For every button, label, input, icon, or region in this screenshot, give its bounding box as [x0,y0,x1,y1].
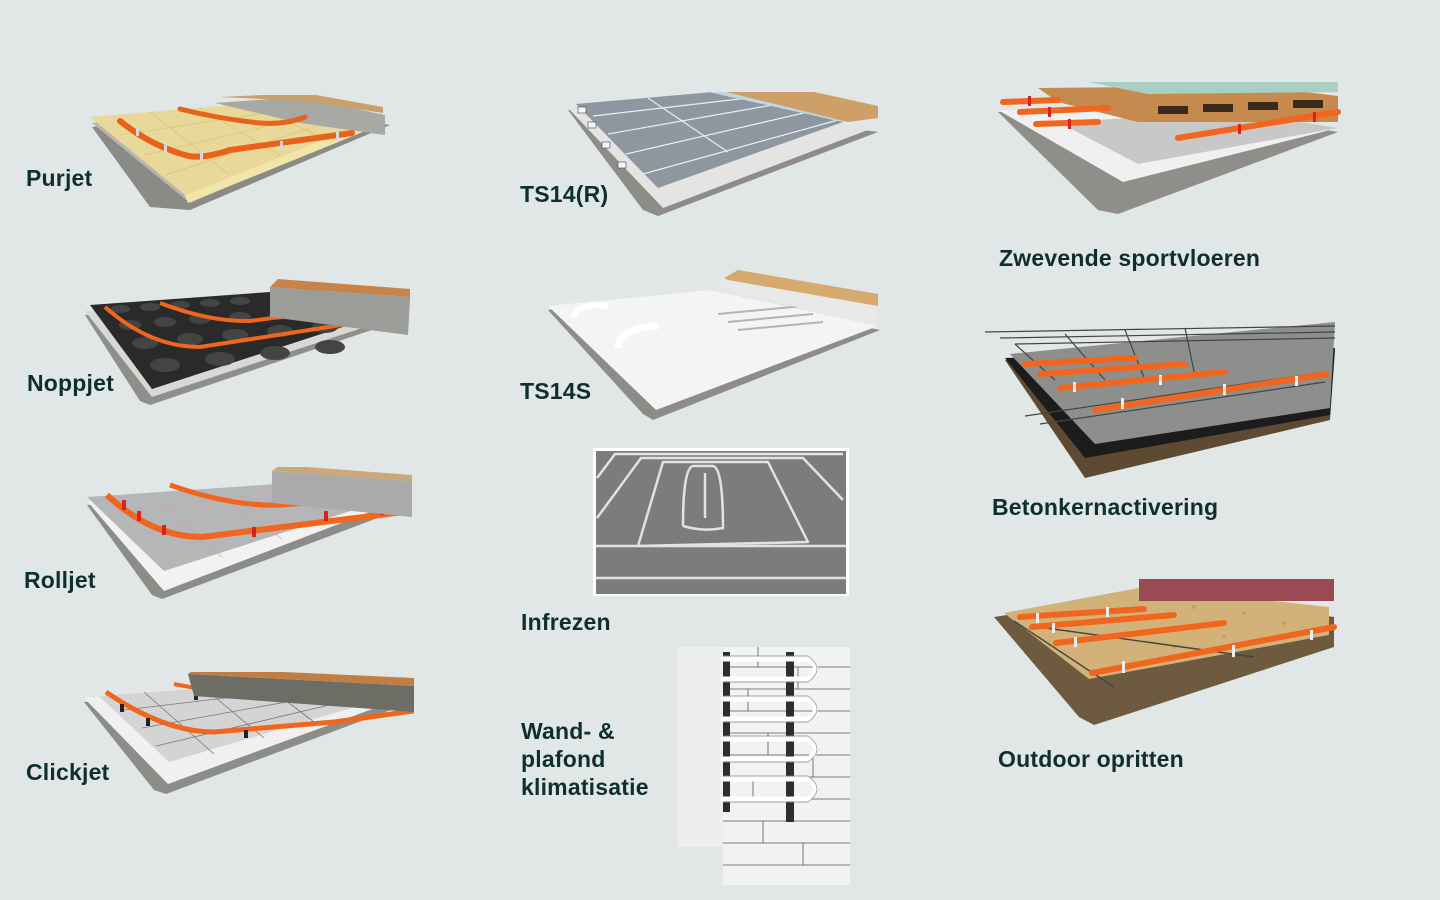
label-wand-line2: plafond [521,746,606,772]
label-wand-line1: Wand- & [521,718,615,744]
label-ts14s: TS14S [520,378,592,404]
noppjet-floor-illustration [80,277,410,407]
label-infrezen: Infrezen [521,609,611,635]
system-sportvloeren[interactable]: Zwevende sportvloeren [980,80,1360,280]
system-outdoor-opritten[interactable]: Outdoor opritten [980,575,1360,780]
wall-ceiling-illustration [678,647,850,885]
label-wand-plafond: Wand- & plafond klimatisatie [521,717,681,801]
system-purjet[interactable]: Purjet [0,90,420,220]
purjet-floor-illustration [90,95,390,210]
system-noppjet[interactable]: Noppjet [0,275,420,410]
system-rolljet[interactable]: Rolljet [0,465,420,605]
infrezen-milled-floor-illustration [593,448,849,596]
label-betonkernactivering: Betonkernactivering [992,494,1219,520]
system-betonkernactivering[interactable]: Betonkernactivering [980,318,1360,528]
system-wand-plafond[interactable]: Wand- & plafond klimatisatie [500,645,900,895]
label-clickjet: Clickjet [26,759,110,785]
rolljet-floor-illustration [82,467,412,602]
outdoor-driveway-illustration [994,577,1339,727]
concrete-core-illustration [985,320,1345,480]
label-noppjet: Noppjet [27,370,114,396]
label-rolljet: Rolljet [24,567,96,593]
label-ts14r: TS14(R) [520,181,609,207]
label-wand-line3: klimatisatie [521,774,649,800]
clickjet-floor-illustration [84,672,414,797]
system-ts14s[interactable]: TS14S [500,262,900,422]
label-sportvloeren: Zwevende sportvloeren [999,245,1261,271]
system-infrezen[interactable]: Infrezen [500,445,900,640]
label-purjet: Purjet [26,165,93,191]
system-clickjet[interactable]: Clickjet [0,670,420,800]
sportfloor-illustration [998,82,1343,217]
ts14r-floor-illustration [568,92,888,217]
label-outdoor-opritten: Outdoor opritten [998,746,1184,772]
ts14s-floor-illustration [548,270,883,420]
system-ts14r[interactable]: TS14(R) [500,90,900,220]
